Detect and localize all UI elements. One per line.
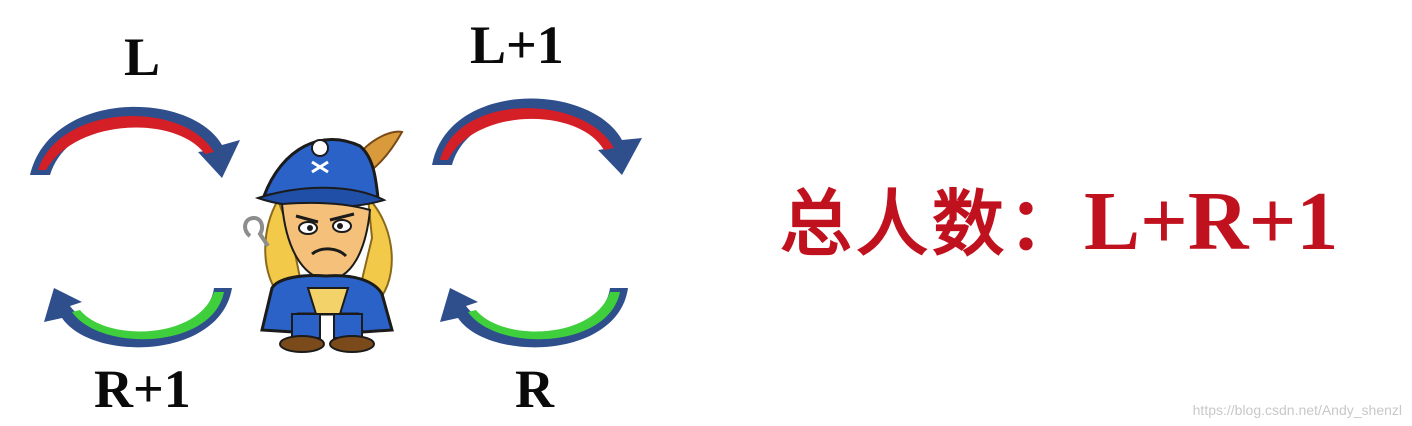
arrow-top-left xyxy=(30,106,240,178)
formula-expression: L+R+1 xyxy=(1084,175,1339,268)
arrow-bottom-right xyxy=(440,288,628,348)
formula-chinese-label: 总人数： xyxy=(780,182,1085,266)
label-left-top: L xyxy=(124,27,161,87)
pirate-icon xyxy=(243,130,404,353)
label-right-top: L+1 xyxy=(470,15,564,75)
arrow-bottom-left xyxy=(44,288,232,348)
watermark-text: https://blog.csdn.net/Andy_shenzl xyxy=(1192,402,1402,418)
arrow-top-right xyxy=(432,98,642,175)
label-right-bottom: R xyxy=(515,359,554,419)
total-formula: 总人数：L+R+1 xyxy=(780,180,1338,264)
label-left-bottom: R+1 xyxy=(94,359,191,419)
